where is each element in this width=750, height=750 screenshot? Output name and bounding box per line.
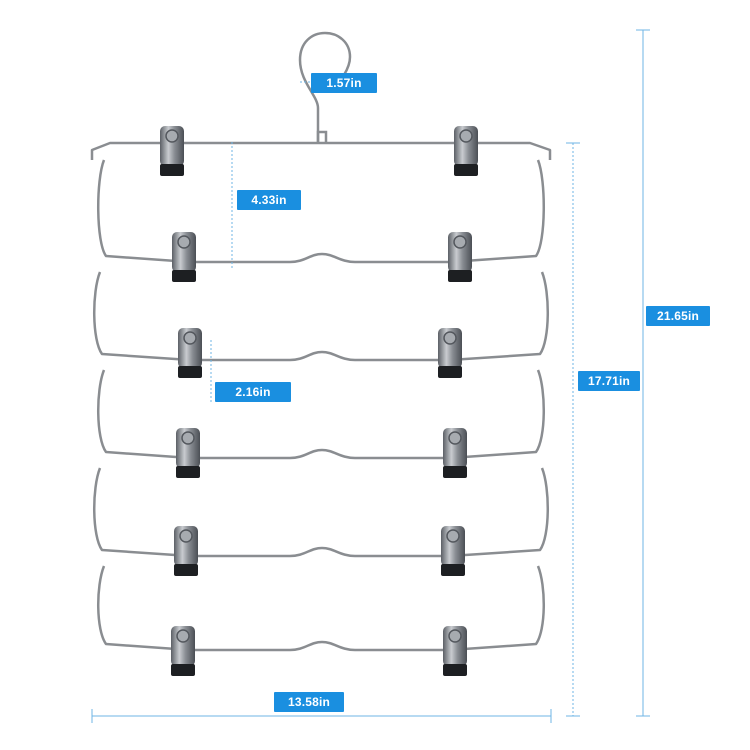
- clip-grip: [178, 366, 202, 378]
- clip-spring: [446, 529, 460, 543]
- hook-width-label: 1.57in: [311, 73, 377, 93]
- clip-grip: [448, 270, 472, 282]
- clip: [171, 626, 195, 676]
- hanger-hook: [298, 31, 352, 142]
- tier-wire: [93, 467, 549, 558]
- clip-grip: [443, 664, 467, 676]
- clip-grip: [441, 564, 465, 576]
- clip: [454, 126, 478, 176]
- clip-grip: [160, 164, 184, 176]
- clip-spring: [443, 331, 457, 345]
- clip-grip: [174, 564, 198, 576]
- total-height-label: 21.65in: [646, 306, 710, 326]
- hanger-wire-frame: [90, 141, 552, 652]
- clip: [438, 328, 462, 378]
- dimension-lines: [91, 29, 650, 723]
- clip: [441, 526, 465, 576]
- clip-spring: [183, 331, 197, 345]
- clip: [448, 232, 472, 282]
- top-bar-wire: [90, 141, 552, 160]
- width-label: 13.58in: [274, 692, 344, 712]
- tier-wire: [97, 565, 545, 652]
- clip-grip: [443, 466, 467, 478]
- hanging-height-label: 17.71in: [578, 371, 640, 391]
- clip-grip: [438, 366, 462, 378]
- clip: [172, 232, 196, 282]
- clip: [160, 126, 184, 176]
- tier-wire: [97, 369, 545, 460]
- clip: [176, 428, 200, 478]
- clip-grip: [172, 270, 196, 282]
- clip-spring: [165, 129, 179, 143]
- clip-group: [160, 126, 478, 676]
- tier-wire: [96, 159, 546, 264]
- clip-spring: [448, 431, 462, 445]
- clip-spring: [181, 431, 195, 445]
- clip-spring: [176, 629, 190, 643]
- clip-spring: [453, 235, 467, 249]
- clip-grip: [171, 664, 195, 676]
- clip-grip: [176, 466, 200, 478]
- tier-spacing-label: 4.33in: [237, 190, 301, 210]
- clip-spring: [459, 129, 473, 143]
- clip: [443, 428, 467, 478]
- clip-height-label: 2.16in: [215, 382, 291, 402]
- tier-wire: [93, 271, 549, 362]
- clip: [443, 626, 467, 676]
- clip-spring: [448, 629, 462, 643]
- clip-spring: [177, 235, 191, 249]
- clip: [178, 328, 202, 378]
- clip-grip: [454, 164, 478, 176]
- clip: [174, 526, 198, 576]
- clip-spring: [179, 529, 193, 543]
